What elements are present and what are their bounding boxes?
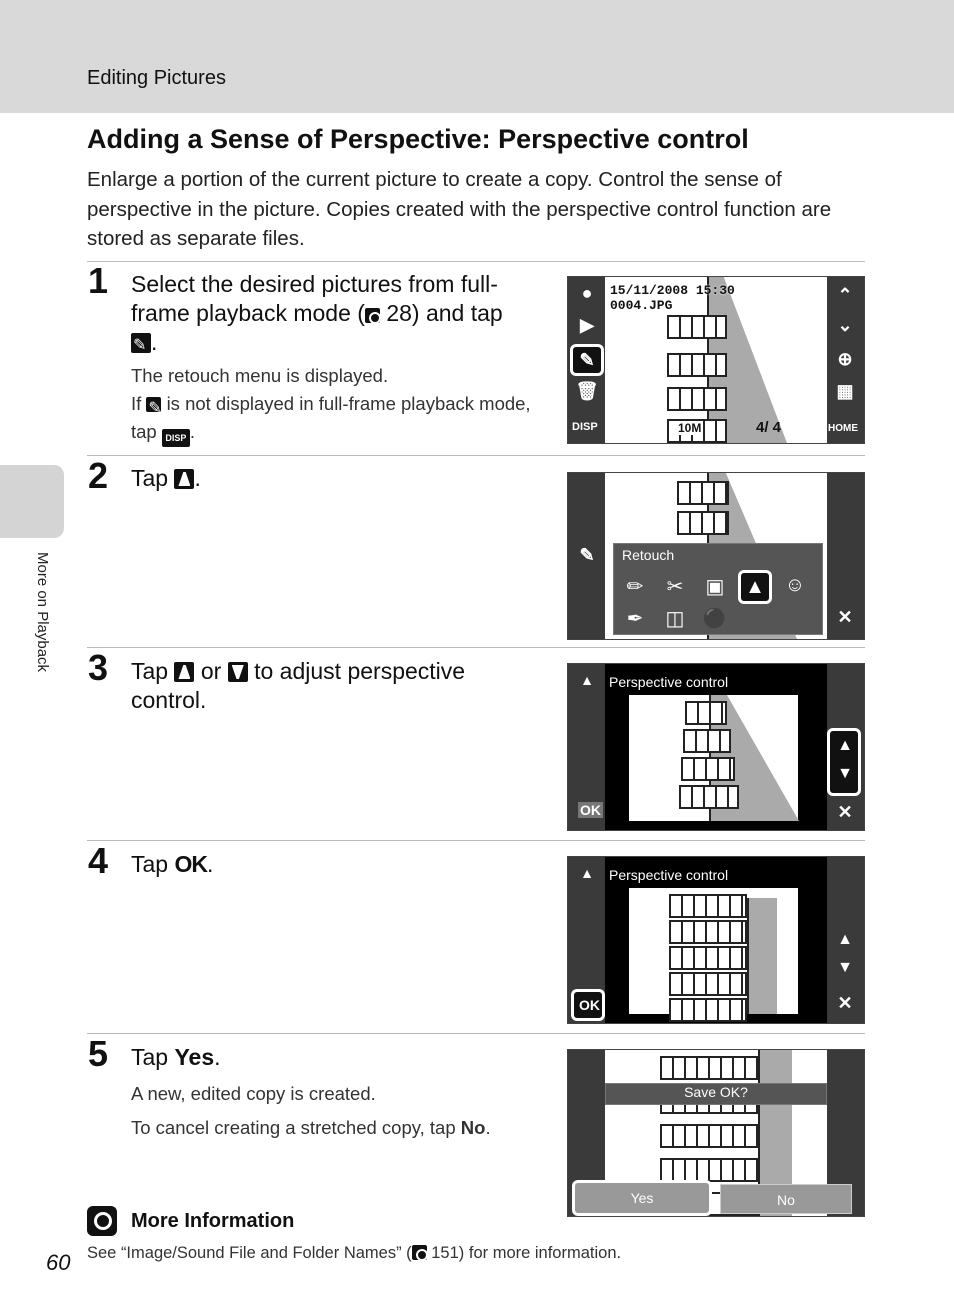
yes-button[interactable]: Yes — [572, 1180, 712, 1216]
retouch-icon[interactable]: ✎ — [579, 545, 595, 565]
perspective-down-icon — [227, 662, 248, 682]
mode-label: Perspective control — [609, 867, 729, 883]
right-toolbar — [827, 277, 864, 443]
photo — [605, 277, 827, 443]
disp-button[interactable]: DISP — [572, 421, 598, 433]
frame-counter: 4/ 4 — [756, 419, 782, 436]
step-note: A new, edited copy is created. — [131, 1083, 376, 1104]
perspective-up-icon[interactable]: ▲ — [837, 931, 853, 948]
step-title: Tap OK. — [131, 851, 214, 877]
ok-button[interactable]: OK — [571, 989, 605, 1021]
reference-icon — [364, 308, 381, 324]
step-title: Select the desired pictures from full-fr… — [131, 270, 541, 360]
photo — [629, 888, 798, 1022]
header-band — [0, 0, 954, 113]
perspective-up-icon[interactable]: ▲ — [837, 737, 853, 754]
d-lighting-icon[interactable]: ✏ — [626, 576, 644, 598]
side-tab-label: More on Playback — [34, 552, 51, 673]
step-note: The retouch menu is displayed. If is not… — [131, 362, 531, 447]
retouch-icon[interactable]: ✎ — [570, 344, 604, 376]
divider — [87, 1033, 865, 1034]
perspective-icon: ▲ — [580, 672, 594, 688]
step-number: 2 — [88, 455, 109, 496]
step-title: Tap Yes. — [131, 1044, 221, 1070]
building — [667, 277, 787, 443]
divider — [87, 840, 865, 841]
divider — [87, 455, 865, 456]
screen-retouch-menu: ✎ Retouch ✏ ✂ ▣ ▲ ☺ ✒ ◫ ⚫ ✕ — [567, 472, 865, 640]
reference-icon — [411, 1245, 428, 1261]
side-tab — [0, 465, 64, 538]
screen-playback: 15/11/2008 15:30 0004.JPG ● ▶ ✎ 🗑 DISP ⌃… — [567, 276, 865, 444]
crop-icon[interactable]: ✂ — [666, 576, 684, 598]
small-picture-icon[interactable]: ▣ — [705, 576, 725, 598]
chevron-down-icon[interactable]: ⌄ — [837, 315, 853, 335]
right-toolbar — [827, 473, 864, 639]
more-info-heading: More Information — [131, 1210, 295, 1232]
filename: 0004.JPG — [610, 298, 673, 313]
divider — [87, 647, 865, 648]
camera-icon[interactable]: ● — [581, 283, 593, 303]
thumbnail-icon[interactable]: ▦ — [836, 381, 854, 401]
mode-label: Perspective control — [609, 674, 729, 690]
face-icon[interactable]: ☺ — [784, 574, 806, 596]
info-icon — [87, 1206, 117, 1236]
step-number: 3 — [88, 647, 109, 688]
no-button[interactable]: No — [720, 1184, 852, 1214]
step-note: To cancel creating a stretched copy, tap… — [131, 1117, 491, 1138]
close-icon[interactable]: ✕ — [837, 607, 853, 627]
trash-icon[interactable]: 🗑 — [575, 381, 599, 401]
close-icon[interactable]: ✕ — [837, 993, 853, 1013]
page-number: 60 — [46, 1250, 71, 1275]
menu-title: Retouch — [622, 547, 675, 563]
more-info-text: See “Image/Sound File and Folder Names” … — [87, 1244, 622, 1262]
chevron-up-icon[interactable]: ⌃ — [837, 285, 853, 305]
retouch-menu: Retouch ✏ ✂ ▣ ▲ ☺ ✒ ◫ ⚫ — [613, 543, 823, 635]
datetime: 15/11/2008 15:30 — [610, 283, 735, 298]
divider — [87, 261, 865, 262]
play-icon[interactable]: ▶ — [580, 315, 594, 335]
close-icon[interactable]: ✕ — [837, 802, 853, 822]
home-button[interactable]: HOME — [828, 423, 858, 434]
size-badge: 10M — [678, 421, 702, 435]
retouch-icon — [131, 331, 151, 360]
perspective-icon[interactable]: ▲ — [738, 570, 772, 604]
ok-glyph: OK — [174, 851, 207, 877]
voice-memo-icon[interactable]: ⚫ — [702, 608, 728, 630]
step-number: 5 — [88, 1033, 109, 1074]
perspective-icon — [174, 469, 195, 489]
perspective-icon: ▲ — [580, 865, 594, 881]
ok-button[interactable]: OK — [578, 802, 603, 818]
intro-paragraph: Enlarge a portion of the current picture… — [87, 168, 832, 250]
zoom-icon[interactable]: ⊕ — [837, 349, 853, 369]
stamp-icon[interactable]: ✒ — [626, 608, 644, 630]
perspective-down-icon[interactable]: ▼ — [837, 959, 853, 976]
screen-perspective-2: ▲ Perspective control OK ▲ ▼ ✕ — [567, 856, 865, 1024]
screen-save-confirm: Save OK? Yes No — [567, 1049, 865, 1217]
screen-perspective-1: ▲ Perspective control OK ▲ ▼ ✕ — [567, 663, 865, 831]
page-title: Adding a Sense of Perspective: Perspecti… — [87, 124, 749, 154]
perspective-slider[interactable]: ▲ ▼ — [827, 728, 861, 796]
disp-icon: DISP — [161, 429, 190, 447]
perspective-up-icon — [174, 662, 195, 682]
step-title: Tap or to adjust perspective control. — [131, 658, 466, 713]
perspective-down-icon[interactable]: ▼ — [837, 765, 853, 782]
step-number: 4 — [88, 840, 109, 881]
step-number: 1 — [88, 260, 109, 301]
photo — [629, 695, 799, 821]
step-title: Tap . — [131, 465, 201, 491]
left-toolbar — [568, 473, 605, 639]
retouch-icon — [146, 395, 162, 423]
copy-icon[interactable]: ◫ — [665, 608, 685, 630]
save-prompt: Save OK? — [605, 1083, 827, 1105]
section-title: Editing Pictures — [87, 67, 226, 89]
right-toolbar — [827, 857, 864, 1023]
